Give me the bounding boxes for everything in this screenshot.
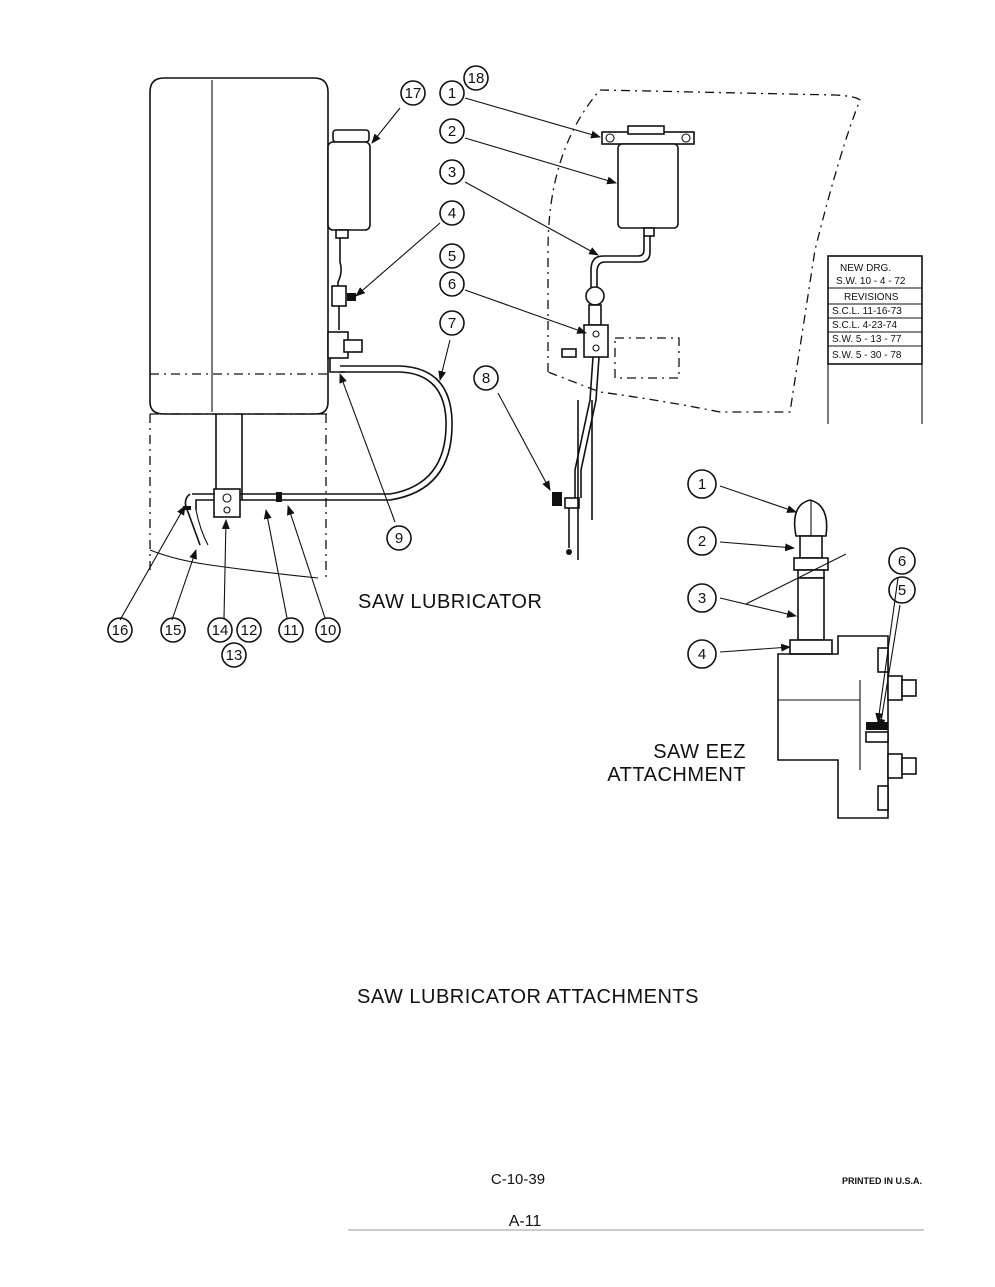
saw-lubricator-assembly xyxy=(119,77,453,621)
callout-1: 1 xyxy=(439,80,465,106)
svg-text:7: 7 xyxy=(448,315,456,332)
saw-eez-caption-line1: SAW EEZ xyxy=(653,741,746,763)
svg-text:13: 13 xyxy=(226,647,243,664)
callout-16: 16 xyxy=(107,617,133,643)
revisions-label: REVISIONS xyxy=(844,292,899,303)
svg-text:12: 12 xyxy=(241,622,258,639)
eez-cup xyxy=(799,535,823,559)
svg-text:18: 18 xyxy=(468,70,485,87)
revision-entry: S.W. 5 - 30 - 78 xyxy=(832,350,902,361)
needle-valve-body xyxy=(331,285,347,307)
svg-text:4: 4 xyxy=(698,646,706,663)
revision-block: NEW DRG. S.W. 10 - 4 - 72 REVISIONS S.C.… xyxy=(827,255,923,424)
callout-eez-3: 3 xyxy=(687,583,717,613)
revision-table xyxy=(827,255,923,365)
callout-eez-4: 4 xyxy=(687,639,717,669)
drawing-number: C-10-39 xyxy=(491,1171,545,1188)
callout-7: 7 xyxy=(439,310,465,336)
svg-text:16: 16 xyxy=(112,622,129,639)
distribution-block xyxy=(583,324,609,358)
eez-nut xyxy=(789,639,833,655)
saw-lubricator-caption: SAW LUBRICATOR xyxy=(358,591,542,613)
printed-in-label: PRINTED IN U.S.A. xyxy=(842,1176,922,1186)
revision-entry: S.C.L. 4-23-74 xyxy=(832,320,897,331)
svg-text:2: 2 xyxy=(698,533,706,550)
callout-4: 4 xyxy=(439,200,465,226)
callout-6: 6 xyxy=(439,271,465,297)
svg-text:10: 10 xyxy=(320,622,337,639)
base-post xyxy=(215,414,243,500)
callout-11: 11 xyxy=(278,617,304,643)
new-drawing-entry: S.W. 10 - 4 - 72 xyxy=(836,276,906,287)
svg-text:4: 4 xyxy=(448,205,456,222)
revision-entry: S.C.L. 11-16-73 xyxy=(832,306,902,317)
svg-text:3: 3 xyxy=(448,164,456,181)
callout-14: 14 xyxy=(207,617,233,643)
reservoir-side-view xyxy=(617,143,679,229)
guard-window xyxy=(614,337,680,379)
blade-guard-outline xyxy=(547,89,861,413)
oil-tube xyxy=(282,365,453,501)
saw-eez-attachment-drawing xyxy=(719,485,917,819)
main-title: SAW LUBRICATOR ATTACHMENTS xyxy=(357,986,699,1008)
saw-eez-caption-line2: ATTACHMENT xyxy=(607,764,746,786)
callouts-lubricator: 17 1 18 2 3 4 5 6 7 8 9 16 15 14 12 13 1… xyxy=(107,65,499,668)
svg-text:9: 9 xyxy=(395,530,403,547)
svg-text:5: 5 xyxy=(898,582,906,599)
callout-eez-1: 1 xyxy=(687,469,717,499)
svg-text:1: 1 xyxy=(698,476,706,493)
callout-12: 12 xyxy=(236,617,262,643)
svg-text:6: 6 xyxy=(898,553,906,570)
callout-10: 10 xyxy=(315,617,341,643)
callout-eez-5: 5 xyxy=(888,576,916,604)
svg-text:6: 6 xyxy=(448,276,456,293)
callouts-saw-eez: 1 2 3 4 6 5 xyxy=(687,469,916,669)
callout-5: 5 xyxy=(439,243,465,269)
callout-18: 18 xyxy=(463,65,489,91)
callout-9: 9 xyxy=(386,525,412,551)
reservoir-cap xyxy=(332,129,370,143)
revision-entry: S.W. 5 - 13 - 77 xyxy=(832,334,902,345)
callout-15: 15 xyxy=(160,617,186,643)
callout-eez-6: 6 xyxy=(888,547,916,575)
callout-2: 2 xyxy=(439,118,465,144)
oil-reservoir xyxy=(327,141,371,231)
svg-text:11: 11 xyxy=(283,622,299,639)
svg-text:8: 8 xyxy=(482,370,490,387)
svg-text:3: 3 xyxy=(698,590,706,607)
callout-8: 8 xyxy=(473,365,499,391)
spray-nozzle xyxy=(184,493,201,546)
svg-text:1: 1 xyxy=(448,85,456,102)
callout-eez-2: 2 xyxy=(687,526,717,556)
eez-sight-tube xyxy=(797,577,825,641)
svg-text:15: 15 xyxy=(165,622,182,639)
machine-column-outline xyxy=(149,77,329,415)
valve-knob xyxy=(585,286,605,306)
blade-guard-view xyxy=(464,89,861,560)
eez-body xyxy=(777,635,889,819)
new-drawing-label: NEW DRG. xyxy=(840,263,891,274)
page-number: A-11 xyxy=(509,1213,542,1230)
callout-17: 17 xyxy=(400,80,426,106)
callout-13: 13 xyxy=(221,642,247,668)
callout-3: 3 xyxy=(439,159,465,185)
svg-text:14: 14 xyxy=(212,622,229,639)
svg-text:5: 5 xyxy=(448,248,456,265)
svg-text:17: 17 xyxy=(405,85,422,102)
svg-text:2: 2 xyxy=(448,123,456,140)
